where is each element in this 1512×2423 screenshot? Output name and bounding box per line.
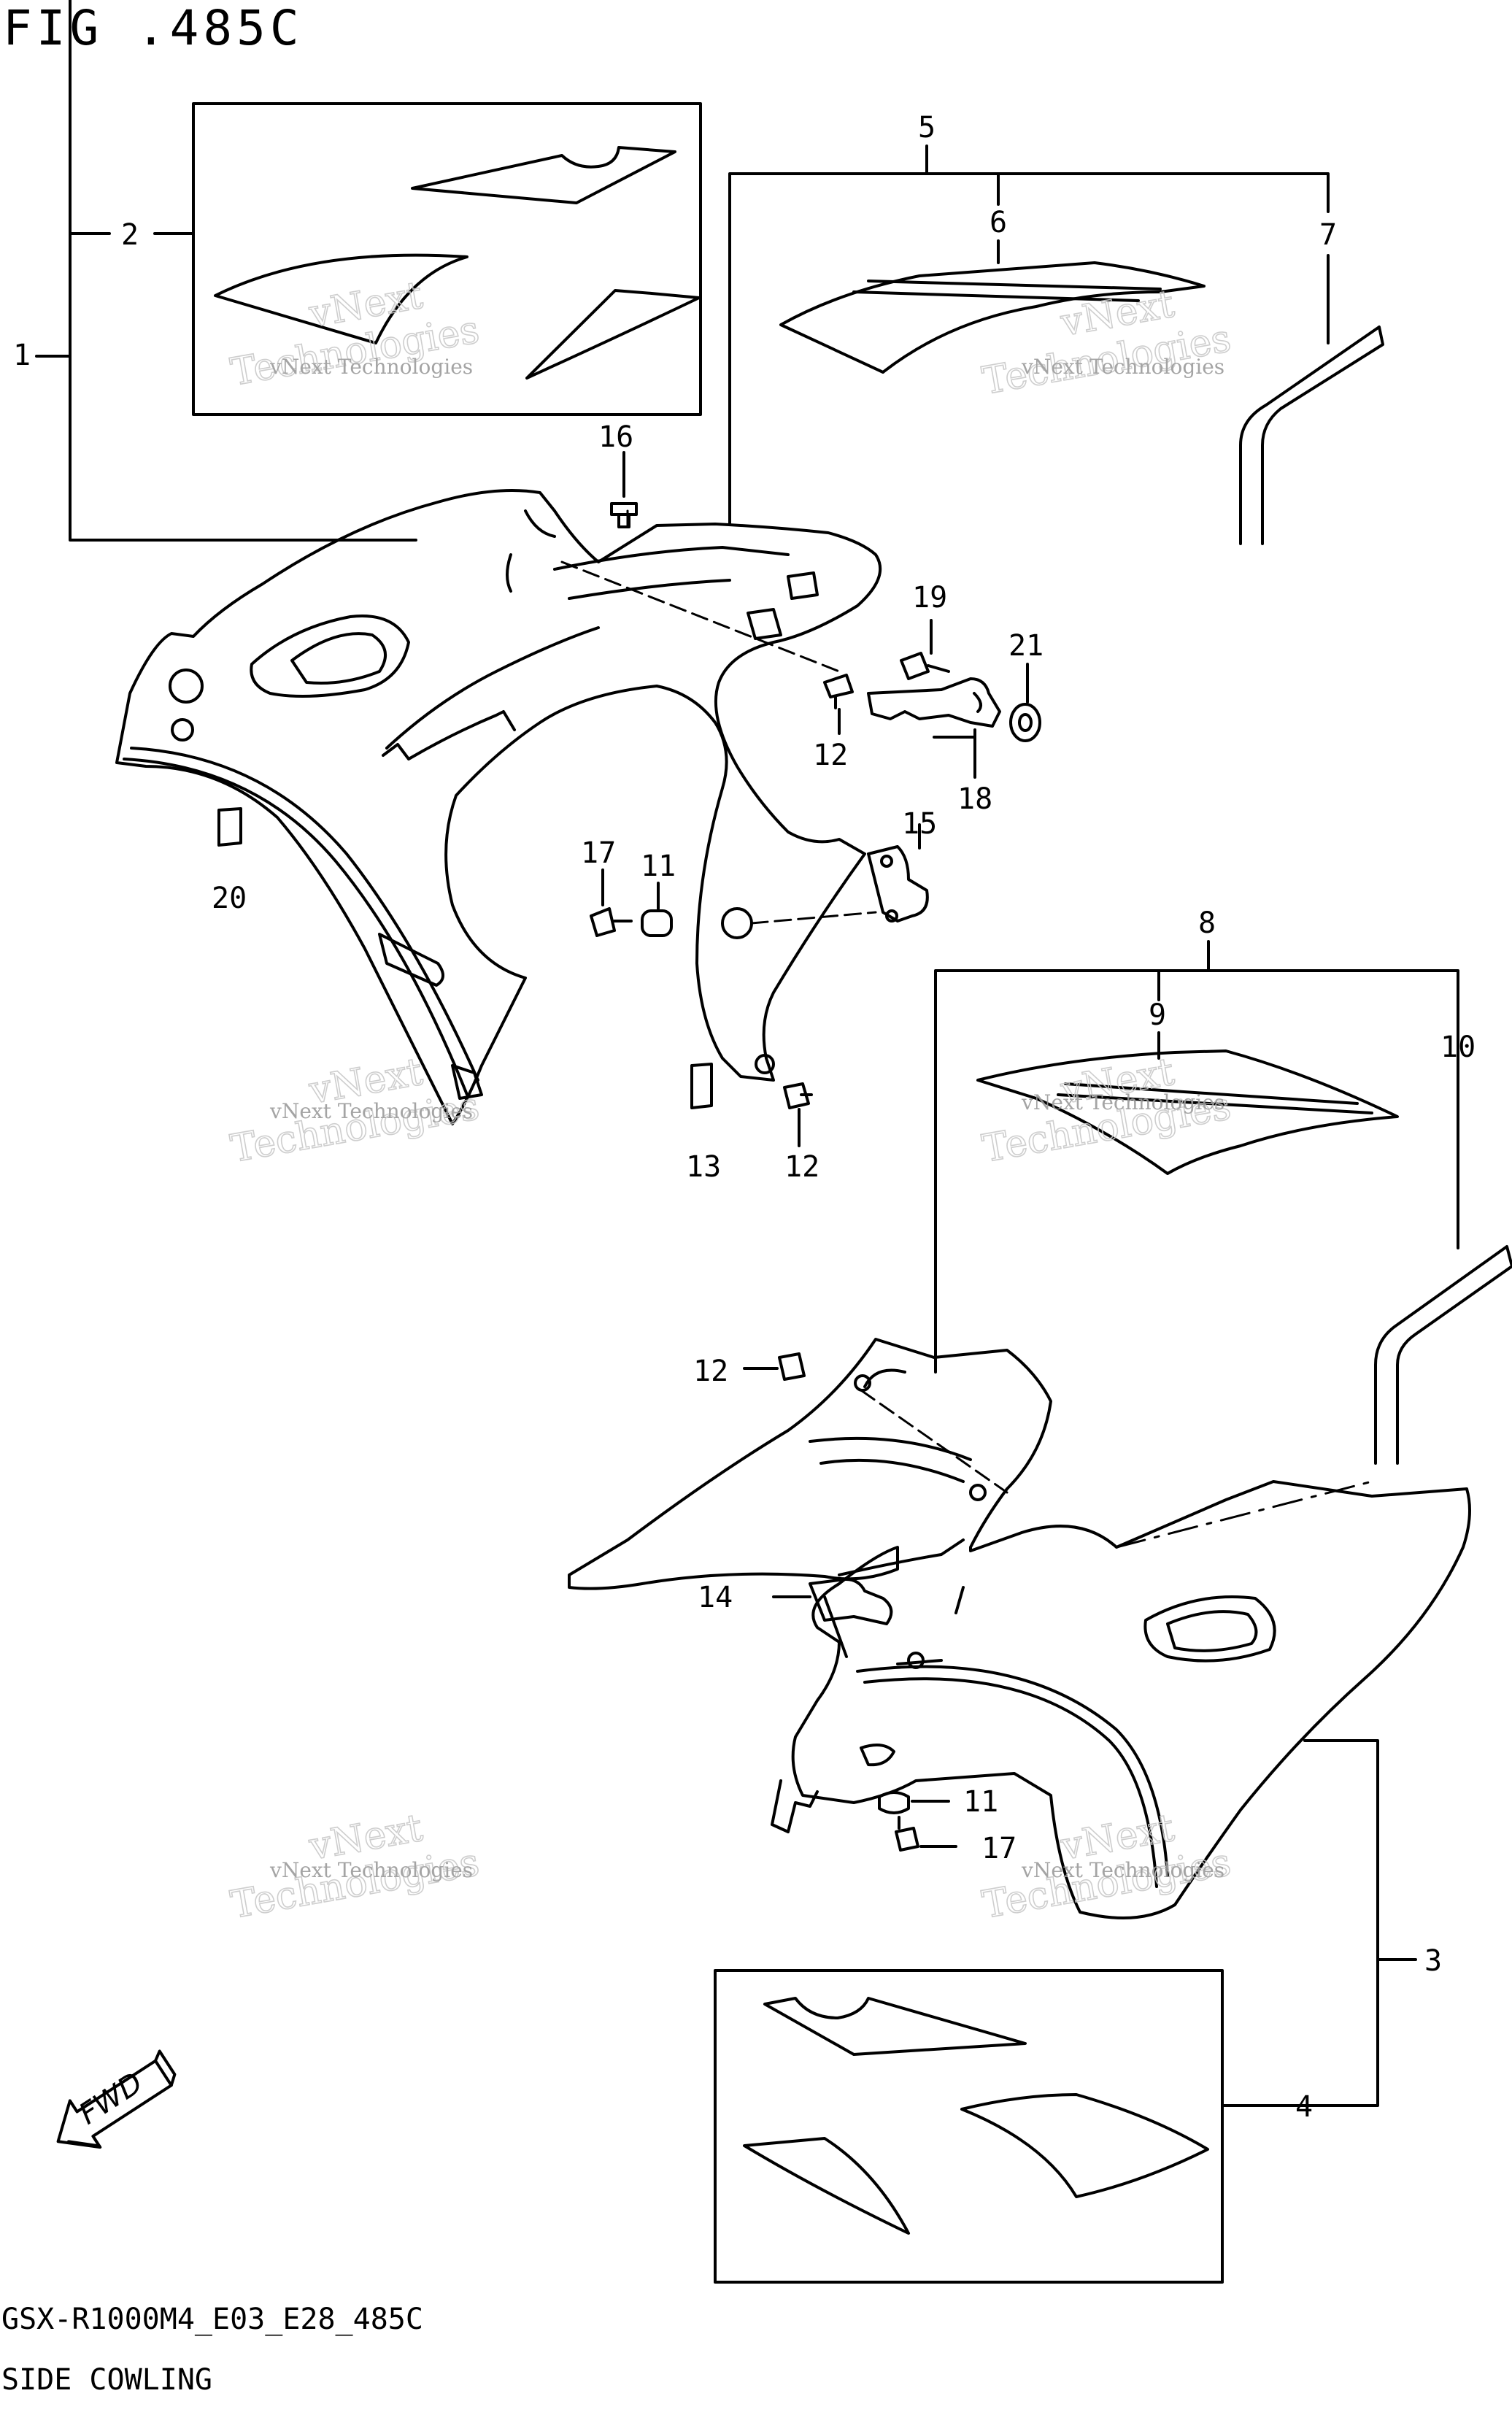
side-cowling-left-outline [115,489,882,1125]
leader-8 [934,969,1459,1374]
side-cowling-right-outline [568,1338,1471,1919]
bolt-19 [900,652,950,680]
decal-6-stripe [852,280,1162,302]
callout-2: 2 [121,218,139,252]
callout-8: 8 [1198,906,1216,940]
assembly-line-11 [750,911,877,925]
screw-16 [610,502,638,528]
callout-19: 19 [912,581,947,615]
right-cowl-lower [771,1779,819,1833]
assembly-line-right [1115,1480,1373,1549]
inner-panel-frame [385,509,600,750]
decal-9 [976,1049,1399,1175]
callout-11-upper: 11 [641,850,676,883]
right-cowl-vent-inner [1166,1610,1258,1652]
screw-12-mid [783,1082,813,1109]
callout-20: 20 [212,882,247,915]
right-cowl-vent [1143,1595,1276,1663]
callout-18: 18 [957,782,992,816]
right-cowl-edge-2 [863,1677,1158,1888]
side-cowling-edge-line-2 [130,747,479,1082]
callout-17-upper: 17 [581,836,616,870]
leader-3-4 [1221,1739,1379,2107]
callout-12-lower: 12 [693,1355,728,1388]
bracket-18 [867,677,1001,728]
callout-11-lower: 11 [963,1785,998,1819]
watermark-text: vNext Technologies [1021,355,1224,379]
decal-upper-left [214,253,468,344]
figure-title: FIG .485C [3,0,304,56]
forward-arrow-icon [56,2049,177,2149]
decal-lower-right [960,2093,1209,2198]
callout-7: 7 [1319,218,1337,252]
right-cowl-lip [838,1538,965,1576]
side-cowling-inner-duct [250,615,410,698]
side-cowling-vent [290,632,387,685]
assembly-line-16 [560,509,841,673]
callout-13: 13 [686,1150,721,1184]
callout-5: 5 [918,111,936,145]
inner-bracket [747,571,819,640]
label-20 [217,807,242,847]
callout-21: 21 [1008,629,1044,663]
decal-upper-right [525,289,701,380]
leader-1-2 [69,232,417,542]
callout-16: 16 [598,420,633,454]
callout-10: 10 [1440,1031,1476,1064]
callout-4: 4 [1295,2090,1313,2124]
trim-10 [1374,1245,1512,1465]
callout-3: 3 [1424,1944,1442,1978]
watermark-text: vNext Technologies [1021,1090,1224,1114]
right-cowl-edge [856,1665,1169,1877]
cowl-lower-edge [382,710,516,760]
callout-9: 9 [1149,998,1166,1032]
watermark-text: vNext Technologies [1021,1858,1224,1882]
decal-9-stripe [1057,1082,1373,1114]
decal-lower-top [763,1997,1027,2056]
callout-1: 1 [13,339,31,372]
cowl-lower-bracket-2 [451,1064,483,1100]
callout-12-mid: 12 [784,1150,819,1184]
watermark-text: vNext Technologies [269,1858,473,1882]
right-cowl-clip [860,1744,895,1767]
grommet-11-lower [878,1791,910,1814]
callout-12-upper: 12 [813,739,848,772]
watermark-text: vNext Technologies [269,1099,473,1123]
watermark-text: vNext Technologies [269,355,473,379]
right-cowl-slot [863,1368,965,1665]
callout-14: 14 [698,1581,733,1614]
screw-17-lower [895,1816,919,1852]
grommet-11-upper [641,909,673,937]
decal-upper-top [411,146,676,204]
decal-6 [779,261,1206,374]
assembly-line-12-lower [860,1389,1008,1494]
decal-set-box-upper [192,102,702,416]
decal-set-box-lower [714,1969,1224,2284]
bracket-14 [809,1578,893,1625]
inner-panel-top [553,546,790,600]
screw-17-upper [590,907,633,937]
grommet-hole [169,669,204,704]
right-cowl-inner [809,1436,972,1483]
screw-12-upper [823,674,854,709]
callout-15: 15 [902,807,937,841]
cowl-lower-bracket [378,933,444,987]
trim-7 [1239,325,1384,545]
side-cowling-edge-line [123,758,468,1096]
label-13 [690,1063,713,1109]
model-code: GSX-R1000M4_E03_E28_485C [1,2303,423,2336]
screw-12-lower [778,1352,806,1381]
nut-21 [1009,703,1041,742]
callout-6: 6 [990,206,1007,239]
callout-17-lower: 17 [981,1832,1017,1865]
group-name: SIDE COWLING [1,2363,212,2397]
bracket-15 [867,845,929,922]
watermark-group: Technologies vNext vNext Technologies Te… [227,273,1235,1928]
leader-5 [728,172,1330,525]
decal-lower-left [743,2137,910,2235]
